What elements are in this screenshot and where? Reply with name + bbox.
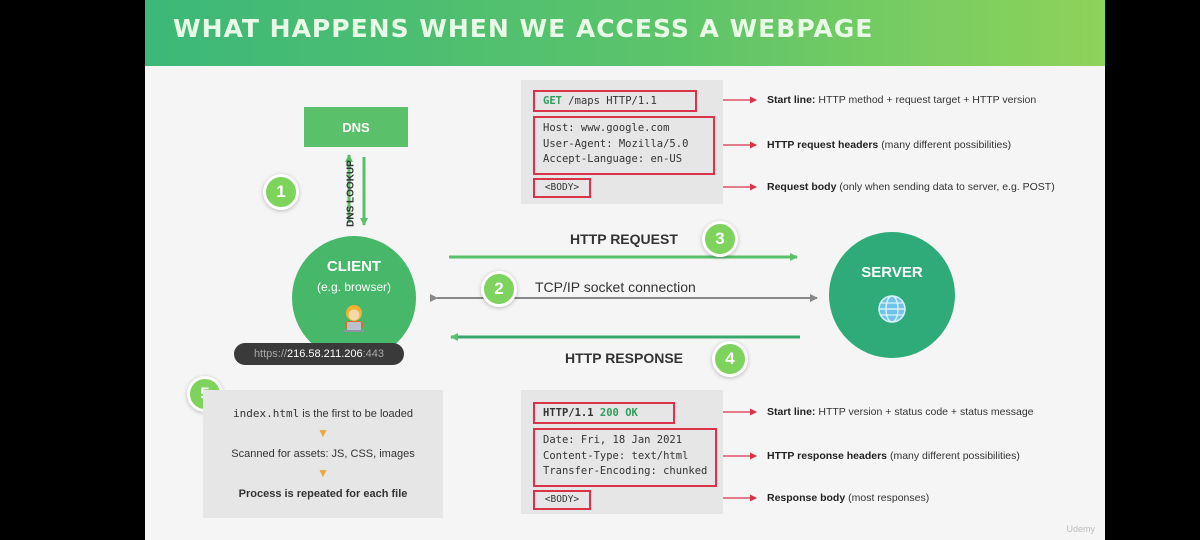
response-version: HTTP/1.1 xyxy=(543,407,594,419)
note-text: HTTP method + request target + HTTP vers… xyxy=(818,94,1037,106)
pointing-down-hand-icon: ▼ xyxy=(317,426,329,440)
step5-code: index.html xyxy=(233,407,300,420)
header-banner: WHAT HAPPENS WHEN WE ACCESS A WEBPAGE xyxy=(145,0,1105,66)
client-node: CLIENT (e.g. browser) xyxy=(292,236,416,360)
http-request-label: HTTP REQUEST xyxy=(570,231,678,247)
request-headers-box: Host: www.google.com User-Agent: Mozilla… xyxy=(533,116,715,175)
request-body-box: <BODY> xyxy=(533,178,591,198)
server-title: SERVER xyxy=(861,264,923,281)
http-response-label: HTTP RESPONSE xyxy=(565,350,683,366)
response-body-note: Response body (most responses) xyxy=(767,492,929,504)
slide: WHAT HAPPENS WHEN WE ACCESS A WEBPAGE xyxy=(145,0,1105,540)
client-title: CLIENT xyxy=(326,258,382,275)
request-target: /maps HTTP/1.1 xyxy=(568,95,657,107)
url-port: :443 xyxy=(362,348,385,360)
response-body-box: <BODY> xyxy=(533,490,591,510)
request-body-note: Request body (only when sending data to … xyxy=(767,181,1055,193)
step-badge-1: 1 xyxy=(263,174,299,210)
globe-icon xyxy=(878,295,906,323)
note-text: (most responses) xyxy=(848,492,930,504)
note-text: (only when sending data to server, e.g. … xyxy=(839,181,1055,193)
note-text: (many different possibilities) xyxy=(881,139,1012,151)
note-bold: Response body xyxy=(767,492,846,504)
note-bold: HTTP request headers xyxy=(767,139,879,151)
note-bold: Request body xyxy=(767,181,837,193)
note-text: (many different possibilities) xyxy=(889,450,1020,462)
note-text: HTTP version + status code + status mess… xyxy=(818,406,1034,418)
step-badge-2: 2 xyxy=(481,271,517,307)
page-title: WHAT HAPPENS WHEN WE ACCESS A WEBPAGE xyxy=(173,14,874,43)
request-headers-note: HTTP request headers (many different pos… xyxy=(767,139,1011,151)
server-node: SERVER xyxy=(829,232,955,358)
person-with-laptop-icon xyxy=(344,305,364,332)
note-bold: HTTP response headers xyxy=(767,450,888,462)
url-ip: 216.58.211.206 xyxy=(286,348,363,360)
request-panel: GET /maps HTTP/1.1 Host: www.google.com … xyxy=(521,80,723,204)
step5-line1: index.html is the first to be loaded xyxy=(203,407,443,420)
response-header-line: Date: Fri, 18 Jan 2021 xyxy=(543,434,683,446)
step-badge-4: 4 xyxy=(712,341,748,377)
response-panel: HTTP/1.1 200 OK Date: Fri, 18 Jan 2021 C… xyxy=(521,390,723,514)
request-header-line: User-Agent: Mozilla/5.0 xyxy=(543,137,689,150)
note-bold: Start line: xyxy=(767,406,816,418)
response-status: 200 OK xyxy=(599,407,638,419)
step5-line1-text: is the first to be loaded xyxy=(299,408,413,420)
client-url-pill: https://216.58.211.206:443 xyxy=(234,343,404,365)
response-start-line-note: Start line: HTTP version + status code +… xyxy=(767,406,1034,418)
step-badge-3: 3 xyxy=(702,221,738,257)
request-start-line-note: Start line: HTTP method + request target… xyxy=(767,94,1036,106)
response-header-line: Transfer-Encoding: chunked xyxy=(543,465,708,477)
step5-line2: Scanned for assets: JS, CSS, images xyxy=(231,448,415,460)
step5-panel: index.html is the first to be loaded ▼ S… xyxy=(203,390,443,518)
request-header-line: Host: www.google.com xyxy=(543,122,670,134)
response-header-line: Content-Type: text/html xyxy=(543,449,689,462)
request-start-line: GET /maps HTTP/1.1 xyxy=(533,90,697,112)
client-subtitle: (e.g. browser) xyxy=(316,280,392,294)
response-headers-note: HTTP response headers (many different po… xyxy=(767,450,1020,462)
step5-line3: Process is repeated for each file xyxy=(238,488,408,500)
request-method: GET xyxy=(543,95,562,107)
response-headers-box: Date: Fri, 18 Jan 2021 Content-Type: tex… xyxy=(533,428,717,487)
note-bold: Start line: xyxy=(767,94,816,106)
pointing-down-hand-icon: ▼ xyxy=(317,466,329,480)
tcp-ip-label: TCP/IP socket connection xyxy=(535,279,696,295)
response-start-line: HTTP/1.1 200 OK xyxy=(533,402,675,424)
request-header-line: Accept-Language: en-US xyxy=(543,153,683,165)
url-scheme: https:// xyxy=(253,348,287,360)
watermark: Udemy xyxy=(1066,524,1095,534)
dns-box: DNS xyxy=(304,107,408,147)
dns-lookup-label: DNS LOOKUP xyxy=(345,160,357,227)
